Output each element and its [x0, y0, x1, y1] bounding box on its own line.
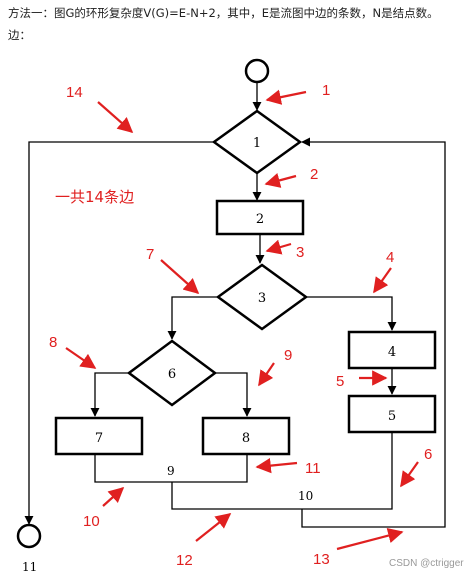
node-11-label: 11: [22, 560, 37, 574]
edges-label: 边：: [8, 28, 31, 42]
edge-number-2: 2: [310, 166, 318, 183]
red-arrow-8: [65, 347, 97, 369]
method-description: 方法一：图G的环形复杂度V(G)=E-N+2，其中，E是流图中边的条数，N是结点…: [8, 6, 439, 20]
edge-1-to-11: [24, 141, 214, 525]
edge-3-to-6: [167, 296, 218, 340]
red-arrow-3: [265, 239, 292, 255]
node-10-label: 10: [298, 489, 313, 503]
decision-node-6: [126, 339, 218, 407]
red-arrow-2: [264, 172, 297, 188]
red-arrow-6: [400, 461, 419, 488]
node-6-label: 6: [168, 367, 176, 382]
edge-number-7: 7: [146, 246, 154, 263]
red-arrow-1: [265, 89, 307, 105]
node-5-label: 5: [388, 409, 396, 424]
node-8-label: 8: [242, 431, 250, 446]
node-3-label: 3: [258, 291, 266, 306]
start-node: [244, 58, 270, 84]
node-4-label: 4: [388, 345, 396, 360]
end-node: [16, 523, 42, 549]
process-node-7: [54, 416, 144, 456]
edge-number-14: 14: [66, 84, 83, 101]
node-7-label: 7: [95, 431, 103, 446]
red-arrow-4: [373, 267, 392, 294]
edge-number-3: 3: [296, 244, 304, 261]
red-arrow-13: [336, 528, 404, 551]
csdn-watermark: CSDN @ctrigger: [389, 558, 464, 569]
red-arrow-12: [195, 513, 232, 542]
edge-6-to-8: [215, 372, 252, 417]
edge-number-4: 4: [386, 249, 394, 266]
edge-number-8: 8: [49, 334, 57, 351]
edge-10-to-1: [301, 137, 446, 528]
node-9-label: 9: [167, 464, 175, 478]
edge-number-13: 13: [313, 551, 330, 568]
red-arrow-7: [160, 259, 200, 295]
edge-number-12: 12: [176, 552, 193, 569]
edges-9-5-to-10: [171, 432, 393, 510]
node-1-label: 1: [253, 136, 261, 151]
edges-7-8-to-9: [94, 454, 248, 483]
edge-number-11: 11: [305, 460, 321, 477]
edge-6-to-7: [90, 372, 129, 417]
process-node-8: [201, 416, 291, 456]
edge-count-annotation: 一共14条边: [55, 188, 134, 206]
red-arrow-11: [255, 457, 298, 474]
decision-node-3: [215, 263, 309, 331]
red-arrow-14: [97, 101, 134, 134]
node-2-label: 2: [256, 212, 264, 227]
edge-number-10: 10: [83, 513, 100, 530]
edge-3-to-4: [306, 296, 397, 331]
edge-number-1: 1: [322, 82, 330, 99]
red-arrow-9: [258, 362, 275, 387]
edge-number-6: 6: [424, 446, 432, 463]
edge-number-5: 5: [336, 373, 344, 390]
red-arrow-10: [102, 486, 125, 507]
edge-number-9: 9: [284, 347, 292, 364]
